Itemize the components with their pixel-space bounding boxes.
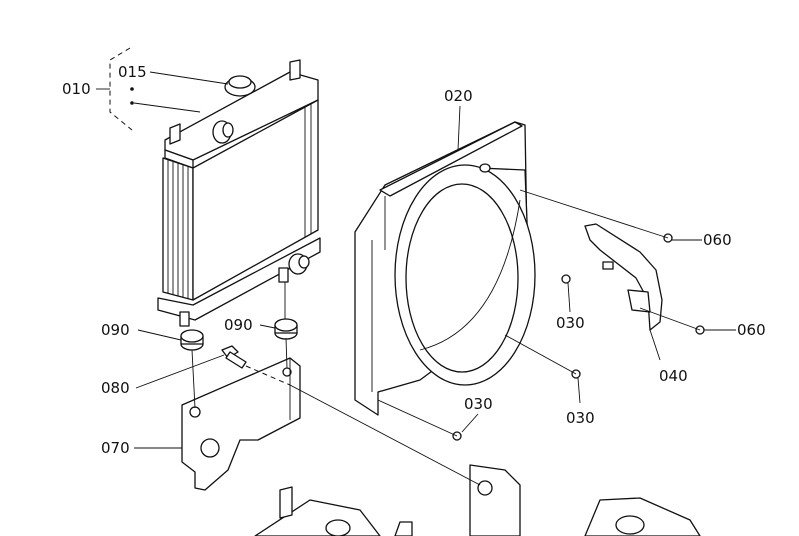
bolt-080 <box>221 345 247 369</box>
label-020: 020 <box>444 87 473 105</box>
label-040: 040 <box>659 367 688 385</box>
label-090-a: 090 <box>101 321 130 339</box>
engine-brackets <box>254 464 701 536</box>
label-030-c: 030 <box>464 395 493 413</box>
label-015: 015 <box>118 63 147 81</box>
label-010: 010 <box>62 80 91 98</box>
radiator <box>157 59 321 327</box>
label-090-b: 090 <box>224 316 253 334</box>
label-060-a: 060 <box>703 231 732 249</box>
bracket <box>584 223 663 331</box>
fan-shroud <box>354 121 536 416</box>
label-080: 080 <box>101 379 130 397</box>
label-070: 070 <box>101 439 130 457</box>
part-labels: 010 015 020 030 030 030 040 060 060 070 … <box>62 63 766 457</box>
leader-lines <box>96 47 736 486</box>
label-060-b: 060 <box>737 321 766 339</box>
cushions <box>180 318 298 351</box>
mounting-plate <box>181 357 301 491</box>
label-030-a: 030 <box>556 314 585 332</box>
label-030-b: 030 <box>566 409 595 427</box>
